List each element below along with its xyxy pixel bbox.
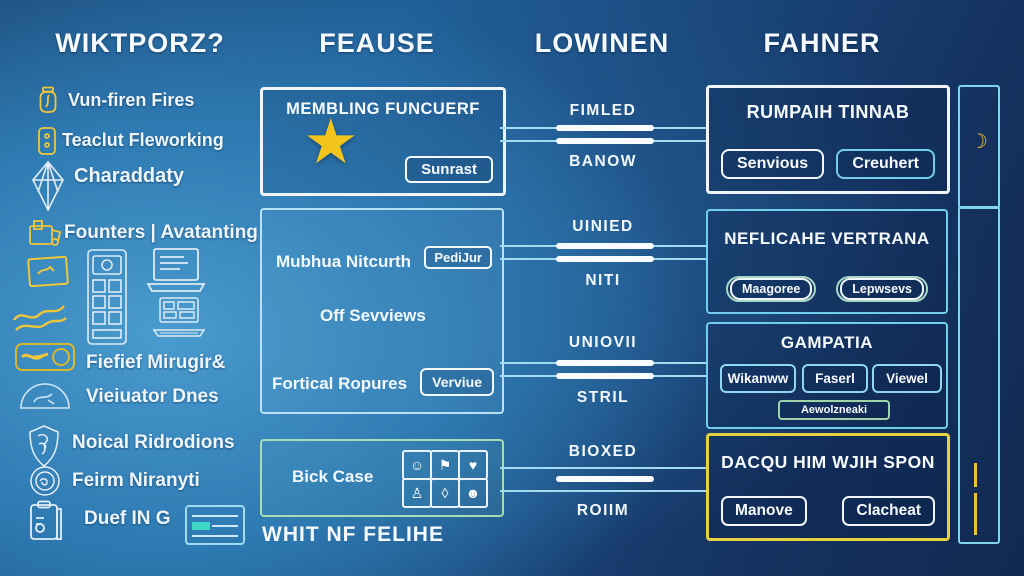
- sidebar-item-label: Vun-firen Fires: [68, 90, 195, 110]
- connector-line: [500, 256, 706, 262]
- box-title: MEMBLING FUNCUERF: [286, 100, 480, 118]
- face-icon: ☻: [458, 478, 488, 508]
- sidebar-item-label: Founters | Avatanting: [64, 222, 258, 243]
- right-rail-top: ☽: [958, 85, 1000, 209]
- verviue-button[interactable]: Verviue: [420, 368, 494, 396]
- sidebar-item-label: Duef IN G: [84, 508, 171, 529]
- fahner-box-rumpaih: RUMPAIH TINNAB Senvious Creuhert: [706, 85, 950, 194]
- pedijur-button[interactable]: PediJur: [424, 246, 492, 269]
- yellow-marker: [974, 493, 977, 535]
- yellow-marker: [974, 463, 977, 487]
- sidebar-item-label: Vieiuator Dnes: [86, 386, 219, 407]
- wikanww-button[interactable]: Wikanww: [720, 364, 796, 393]
- box-label: Bick Case: [292, 467, 374, 486]
- kiosk-icon: [84, 248, 130, 348]
- lantern-icon: [36, 86, 60, 116]
- connector-line: [500, 373, 706, 379]
- crest-icon: [26, 424, 62, 468]
- sidebar-item-label: Teaclut Fleworking: [62, 130, 224, 150]
- moon-icon: ☽: [970, 131, 988, 153]
- connector-line: [500, 138, 706, 144]
- lowinen-label: FIMLED: [569, 102, 637, 119]
- row-label: Mubhua Nitcurth: [276, 252, 412, 271]
- heart-icon: ♥: [458, 450, 488, 480]
- medal-icon: [28, 464, 62, 498]
- connector-line: [500, 125, 706, 131]
- connector-line: [500, 360, 706, 366]
- fahner-box-neflicahe: NEFLICAHE VERTRANA Maagoree Lepwsevs: [706, 209, 948, 314]
- row-label: Off Sevviews: [320, 306, 426, 325]
- lowinen-label: STRIL: [576, 389, 630, 406]
- lowinen-label: BANOW: [569, 153, 637, 170]
- flag-icon: ⚑: [430, 450, 460, 480]
- sidebar-item-label: Feirm Niranyti: [72, 470, 200, 491]
- phone-icon: [37, 126, 57, 156]
- creuhert-button[interactable]: Creuhert: [836, 149, 935, 179]
- droplet-icon: ◊: [430, 478, 460, 508]
- column-header-lowinen: LOWINEN: [534, 28, 670, 58]
- fahner-box-dacqu: DACQU HIM WJIH SPON Manove Clacheat: [706, 433, 950, 541]
- dome-icon: [18, 376, 72, 412]
- smiley-icon: ☺: [402, 450, 432, 480]
- lowinen-label: NITI: [585, 272, 621, 289]
- box-title: RUMPAIH TINNAB: [746, 102, 910, 122]
- footer-caption: WHIT NF FELIHE: [262, 523, 444, 546]
- faserl-button[interactable]: Faserl: [802, 364, 868, 393]
- right-rail-bottom: [958, 206, 1000, 544]
- manove-button[interactable]: Manove: [721, 496, 807, 526]
- squiggle-icon: [10, 290, 68, 336]
- connector-line: [500, 490, 706, 492]
- lowinen-label: BIOXED: [568, 443, 638, 460]
- feause-box-bick-case: Bick Case ☺ ⚑ ♥ ♙ ◊ ☻: [260, 439, 504, 517]
- picture-frame-icon: [26, 252, 70, 290]
- clacheat-button[interactable]: Clacheat: [842, 496, 935, 526]
- crate-icon: [28, 218, 62, 248]
- column-header-wiktporz: WIKTPORZ?: [55, 28, 225, 58]
- column-header-fahner: FAHNER: [763, 28, 881, 58]
- box-title: DACQU HIM WJIH SPON: [721, 452, 935, 472]
- connector-highlight: [556, 476, 654, 482]
- row-label: Fortical Ropures: [272, 374, 408, 393]
- connector-line: [500, 243, 706, 249]
- sunrast-button[interactable]: Sunrast: [405, 156, 493, 183]
- maagoree-button[interactable]: Maagoree: [726, 276, 817, 302]
- viewel-button[interactable]: Viewel: [872, 364, 942, 393]
- star-icon: ★: [303, 108, 359, 177]
- card-icon: [184, 504, 246, 546]
- column-header-feause: FEAUSE: [319, 28, 435, 58]
- lepwsevs-button[interactable]: Lepwsevs: [836, 276, 928, 302]
- laptop-icon: [146, 246, 206, 294]
- box-title: GAMPATIA: [780, 333, 874, 352]
- aewolzneaki-button[interactable]: Aewolzneaki: [778, 400, 890, 420]
- fahner-box-gampatia: GAMPATIA Wikanww Faserl Viewel Aewolznea…: [706, 322, 948, 429]
- icon-grid: ☺ ⚑ ♥ ♙ ◊ ☻: [402, 450, 488, 508]
- ticket-icon: [14, 340, 76, 374]
- laptop-keyboard-icon: [150, 296, 208, 338]
- sidebar-item-label: Fiefief Mirugir&: [86, 352, 226, 373]
- sidebar-item-label: Charaddaty: [74, 165, 185, 187]
- senvious-button[interactable]: Senvious: [721, 149, 825, 179]
- sidebar-item-label: Noical Ridrodions: [72, 432, 235, 453]
- feause-box-membling: MEMBLING FUNCUERF ★ Sunrast: [260, 87, 506, 196]
- feause-box-mubhua: Mubhua Nitcurth PediJur Off Sevviews For…: [260, 208, 504, 414]
- lowinen-label: UINIED: [572, 218, 634, 235]
- box-title: NEFLICAHE VERTRANA: [724, 229, 930, 248]
- clipboard-icon: [28, 500, 64, 542]
- lowinen-label: ROIIM: [576, 502, 630, 519]
- kite-icon: [30, 160, 66, 212]
- person-icon: ♙: [402, 478, 432, 508]
- lowinen-label: UNIOVII: [568, 334, 638, 351]
- connector-line: [500, 467, 706, 469]
